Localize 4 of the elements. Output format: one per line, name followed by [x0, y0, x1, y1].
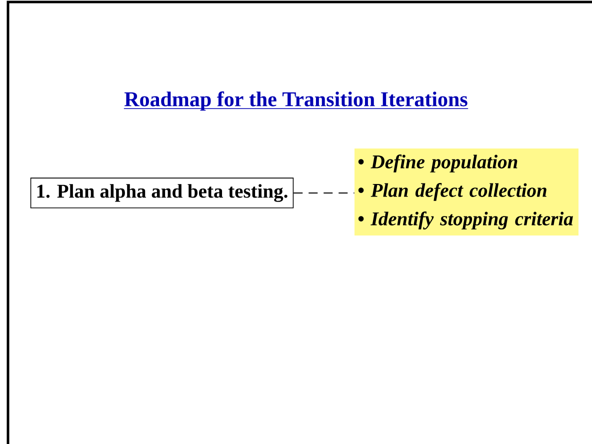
title: Roadmap for the Transition Iterations [124, 91, 468, 111]
connector-line [293, 192, 355, 194]
bullet-list-box: • Define population • Plan defect collection • Identify stopping criteria [354, 148, 578, 236]
step-box: 1. Plan alpha and beta testing. [30, 178, 294, 208]
